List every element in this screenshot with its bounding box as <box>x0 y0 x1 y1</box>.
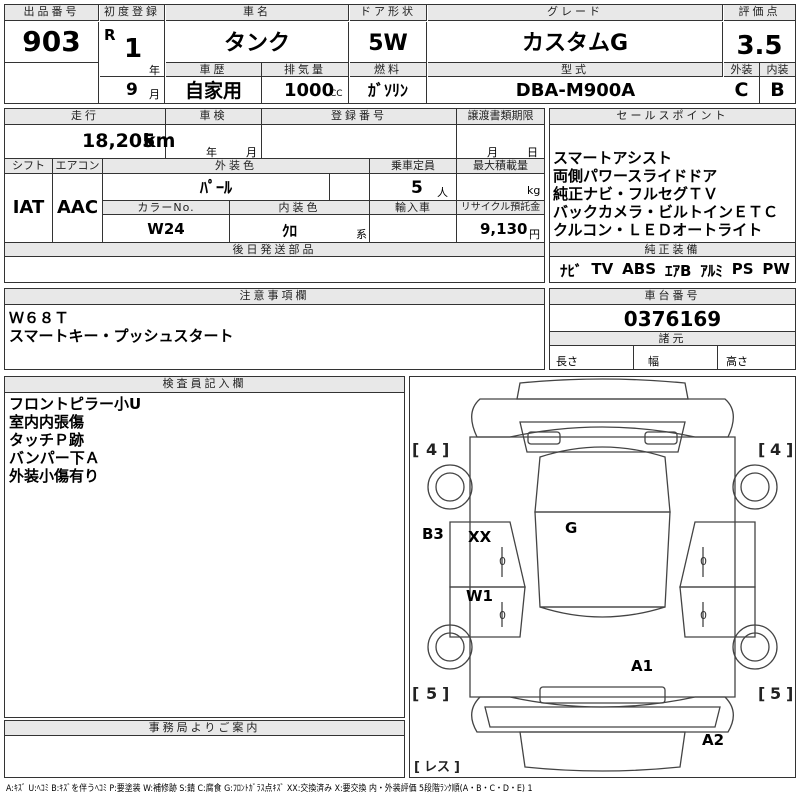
displacement: 1000 <box>284 80 335 101</box>
sales-point: クルコン・ＬＥＤオートライト <box>553 221 763 239</box>
model-code: DBA-M900A <box>515 80 636 101</box>
air-conditioner: AAC <box>53 174 103 242</box>
note-line: スマートキー・プッシュスタート <box>9 327 234 345</box>
legend: A:ｷｽﾞ U:ﾍｺﾐ B:ｷｽﾞを伴うﾍｺﾐ P:要塗装 W:補修跡 S:錆 … <box>6 782 796 798</box>
inspector-note: 外装小傷有り <box>9 467 100 485</box>
registration-year: 1 <box>124 34 143 64</box>
score-label: 評価点 <box>724 5 795 21</box>
inspector-box <box>4 376 405 718</box>
sales-point: スマートアシスト <box>553 149 672 167</box>
mileage: 18,205 <box>82 130 156 152</box>
inspector-notes: フロントピラー小U 室内内張傷 タッチＰ跡 バンパー下Ａ 外装小傷有り <box>9 395 141 485</box>
lot-label: 出品番号 <box>5 5 99 21</box>
svg-text:0: 0 <box>700 609 707 622</box>
damage-mark-a1: A1 <box>631 657 653 675</box>
equip-navi: ﾅﾋﾞ <box>560 262 583 280</box>
svg-text:[: [ <box>414 760 420 775</box>
equipment-list: ﾅﾋﾞ TV ABS ｴｱB ｱﾙﾐ PS PW <box>560 260 790 281</box>
damage-mark-xx: XX <box>468 528 492 546</box>
equip-abs: ABS <box>622 260 657 278</box>
sales-point: バックカメラ・ビルトインＥＴＣ <box>553 203 779 221</box>
equip-pw: PW <box>762 260 790 278</box>
spare-tire-status: レス <box>424 760 450 775</box>
inspector-note: 室内内張傷 <box>9 413 85 431</box>
damage-mark-g: G <box>565 519 577 537</box>
damage-diagram-box <box>409 376 796 778</box>
car-name: タンク <box>166 22 349 62</box>
damage-mark-b3: B3 <box>422 525 444 543</box>
svg-text:]: ] <box>442 684 449 703</box>
svg-text:0: 0 <box>499 555 506 568</box>
equip-tv: TV <box>591 260 614 278</box>
car-diagram: [ 4 ] [ 4 ] [ 5 ] [ 5 ] B3 XX G W1 A1 A2… <box>412 378 793 775</box>
svg-text:]: ] <box>786 440 793 459</box>
exterior-grade: C <box>724 77 760 103</box>
notes-box <box>4 288 545 370</box>
damage-mark-w1: W1 <box>466 587 493 605</box>
inspector-note: フロントピラー小U <box>9 395 142 413</box>
tire-tread-front-left: 4 <box>426 440 437 459</box>
vehicle-history: 自家用 <box>166 77 262 103</box>
capacity: 5 <box>411 178 423 198</box>
legend-text: A:ｷｽﾞ U:ﾍｺﾐ B:ｷｽﾞを伴うﾍｺﾐ P:要塗装 W:補修跡 S:錆 … <box>6 784 533 794</box>
svg-text:]: ] <box>454 760 460 775</box>
equip-airbag: ｴｱB <box>664 262 692 280</box>
registration-number <box>262 125 457 158</box>
era: R <box>104 26 116 44</box>
registration-label: 初度登録 <box>100 5 165 21</box>
svg-text:[: [ <box>412 440 419 459</box>
interior-color: ｸﾛ <box>282 222 298 240</box>
svg-text:[: [ <box>412 684 419 703</box>
lot-number: 903 <box>5 22 99 62</box>
inspector-note: タッチＰ跡 <box>9 431 85 449</box>
interior-grade: B <box>770 79 785 101</box>
equip-alloy: ｱﾙﾐ <box>700 262 723 280</box>
header-block <box>4 4 796 104</box>
equip-ps: PS <box>731 260 754 278</box>
door-type: 5W <box>350 22 427 62</box>
shift: IAT <box>5 174 53 242</box>
sales-point: 両側パワースライドドア <box>553 167 718 185</box>
car-name-label: 車名 <box>166 5 349 21</box>
sales-point-list: スマートアシスト 両側パワースライドドア 純正ナビ・フルセグＴＶ バックカメラ・… <box>553 149 793 239</box>
sales-point: 純正ナビ・フルセグＴＶ <box>553 185 719 203</box>
score: 3.5 <box>736 31 783 61</box>
color-number: W24 <box>103 215 230 242</box>
inspector-note: バンパー下Ａ <box>9 449 100 467</box>
tire-tread-rear-right: 5 <box>770 684 781 703</box>
fuel: ｶﾞｿﾘﾝ <box>350 77 427 103</box>
svg-text:0: 0 <box>499 609 506 622</box>
grade: カスタムG <box>428 22 723 62</box>
svg-text:[: [ <box>758 684 765 703</box>
info-block <box>4 108 545 283</box>
grade-label: グレード <box>428 5 723 21</box>
office-box <box>4 720 405 778</box>
chassis-number: 0376169 <box>623 307 722 331</box>
note-line: Ｗ６８Ｔ <box>9 309 70 327</box>
registration-month: 9 <box>126 80 138 100</box>
exterior-color: ﾊﾟｰﾙ <box>103 174 330 200</box>
svg-text:0: 0 <box>700 555 707 568</box>
door-label: ドア形状 <box>350 5 427 21</box>
sales-point-box <box>549 108 796 283</box>
damage-mark-a2: A2 <box>702 731 724 749</box>
notes-list: Ｗ６８Ｔ スマートキー・プッシュスタート <box>9 309 234 345</box>
tire-tread-rear-left: 5 <box>426 684 437 703</box>
svg-text:[: [ <box>758 440 765 459</box>
chassis-box <box>549 288 796 370</box>
svg-text:]: ] <box>442 440 449 459</box>
svg-text:]: ] <box>786 684 793 703</box>
recycle-fee: 9,130 <box>480 220 528 238</box>
tire-tread-front-right: 4 <box>770 440 781 459</box>
